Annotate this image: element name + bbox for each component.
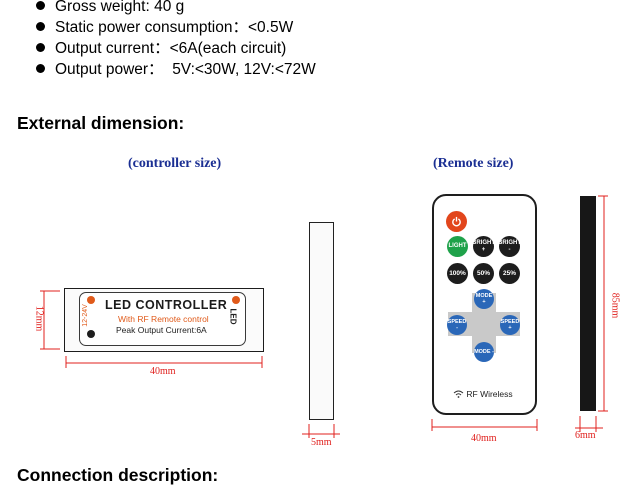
controller-led-plus-dot	[232, 296, 240, 304]
controller-side-profile	[309, 222, 334, 420]
button-25-percent: 25%	[499, 263, 520, 284]
bright-plus-button: BRIGHT +	[472, 236, 495, 257]
bullet-icon	[36, 22, 45, 31]
speed-plus-button: SPEED +	[500, 315, 520, 335]
bright-minus-button: BRIGHT -	[498, 236, 521, 257]
controller-peak-current: Peak Output Current:6A	[116, 325, 207, 335]
caption-remote-size: (Remote size)	[433, 156, 514, 171]
spec-gross-weight: Gross weight: 40 g	[36, 0, 184, 17]
power-icon	[452, 216, 461, 227]
rf-wireless-label: RF Wireless	[453, 389, 513, 399]
dim-remote-thickness: 6mm	[575, 430, 596, 441]
wifi-icon	[453, 390, 464, 398]
speed-minus-button: SPEED -	[447, 315, 467, 335]
controller-label-panel	[79, 292, 246, 346]
mode-plus-button: MODE +	[474, 289, 494, 309]
heading-external-dimension: External dimension:	[17, 113, 185, 133]
remote-side-profile	[580, 196, 596, 411]
spec-static-power: Static power consumption：<0.5W	[36, 18, 293, 38]
dim-controller-height: 12mm	[33, 305, 45, 332]
dim-remote-height: 85mm	[609, 292, 621, 319]
dim-side-width: 5mm	[311, 437, 332, 448]
controller-title: LED CONTROLLER	[105, 298, 228, 312]
mode-minus-button: MODE -	[474, 342, 494, 362]
dim-controller-width: 40mm	[150, 366, 176, 377]
spec-output-power: Output power： 5V:<30W, 12V:<72W	[36, 60, 316, 80]
bullet-icon	[36, 1, 45, 10]
caption-controller-size: (controller size)	[128, 156, 222, 171]
heading-connection-description: Connection description:	[17, 465, 219, 485]
controller-minus-dot	[87, 330, 95, 338]
dim-remote-width: 40mm	[471, 433, 497, 444]
button-50-percent: 50%	[473, 263, 494, 284]
light-button: LIGHT	[447, 236, 468, 257]
controller-voltage: 12-24V	[81, 304, 89, 327]
controller-plus-dot	[87, 296, 95, 304]
bullet-icon	[36, 43, 45, 52]
bullet-icon	[36, 64, 45, 73]
power-button-icon	[446, 211, 467, 232]
spec-output-current: Output current：<6A(each circuit)	[36, 39, 286, 59]
button-100-percent: 100%	[447, 263, 468, 284]
controller-subtitle: With RF Remote control	[118, 314, 209, 324]
controller-led: LED	[228, 308, 238, 325]
